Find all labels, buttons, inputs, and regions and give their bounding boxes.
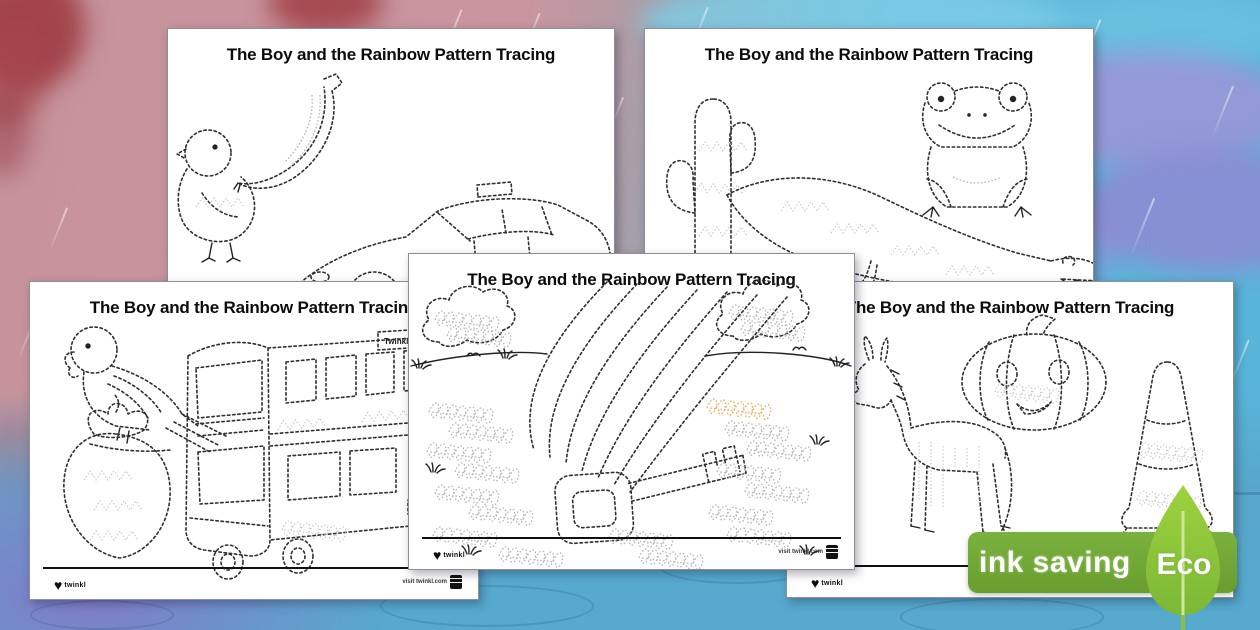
ink-saving-label: ink saving [979,545,1131,579]
eco-stamp-icon [826,545,838,559]
page-title: The Boy and the Rainbow Pattern Tracing [704,45,1034,64]
tracing-loop-rows [425,398,830,569]
heart-icon: ♥ [54,577,63,593]
footer-rule [422,537,841,539]
rainbow-line-art [529,281,788,493]
cloud-line-art [421,285,516,348]
page-title: The Boy and the Rainbow Pattern Tracing [226,45,556,64]
heart-icon: ♥ [811,575,820,591]
banana-line-art [233,73,343,193]
worksheet-art: Twinkl [63,326,473,580]
page-title: The Boy and the Rainbow Pattern Tracing [845,298,1175,317]
cactus-line-art [666,98,757,282]
worksheet-art [410,279,852,569]
worksheet-art [852,314,1216,539]
eco-stamp-icon [450,575,462,589]
eco-leaf-icon [1144,483,1222,630]
heart-icon: ♥ [433,547,442,563]
parrot-line-art [64,326,227,453]
key-line-art [554,445,747,545]
strawberry-line-art [63,393,171,559]
frog-line-art [921,82,1033,218]
twinkl-logo: ♥ twinkl [811,575,843,591]
visit-twinkl: visit twinkl.com [402,575,462,589]
worksheet-page-front-center: The Boy and the Rainbow Pattern Tracing [408,253,855,570]
page-title: The Boy and the Rainbow Pattern Tracing [467,270,796,289]
bus-line-art: Twinkl [185,327,473,580]
worksheet-page-bottom-left: The Boy and the Rainbow Pattern Tracing [29,281,479,600]
eco-label: Eco [1156,548,1212,581]
twinkl-logo: ♥ twinkl [54,577,86,593]
page-title: The Boy and the Rainbow Pattern Tracing [89,298,419,317]
chick-line-art [176,129,256,263]
twinkl-logo: ♥ twinkl [433,547,465,563]
donkey-line-art [852,335,1013,539]
footer-rule [43,567,465,569]
hill-line-art [410,346,852,370]
cloud-line-art [715,279,810,342]
pumpkin-line-art [961,314,1107,431]
bus-destination-label: Twinkl [384,337,408,346]
visit-twinkl: visit twinkl.com [778,545,838,559]
